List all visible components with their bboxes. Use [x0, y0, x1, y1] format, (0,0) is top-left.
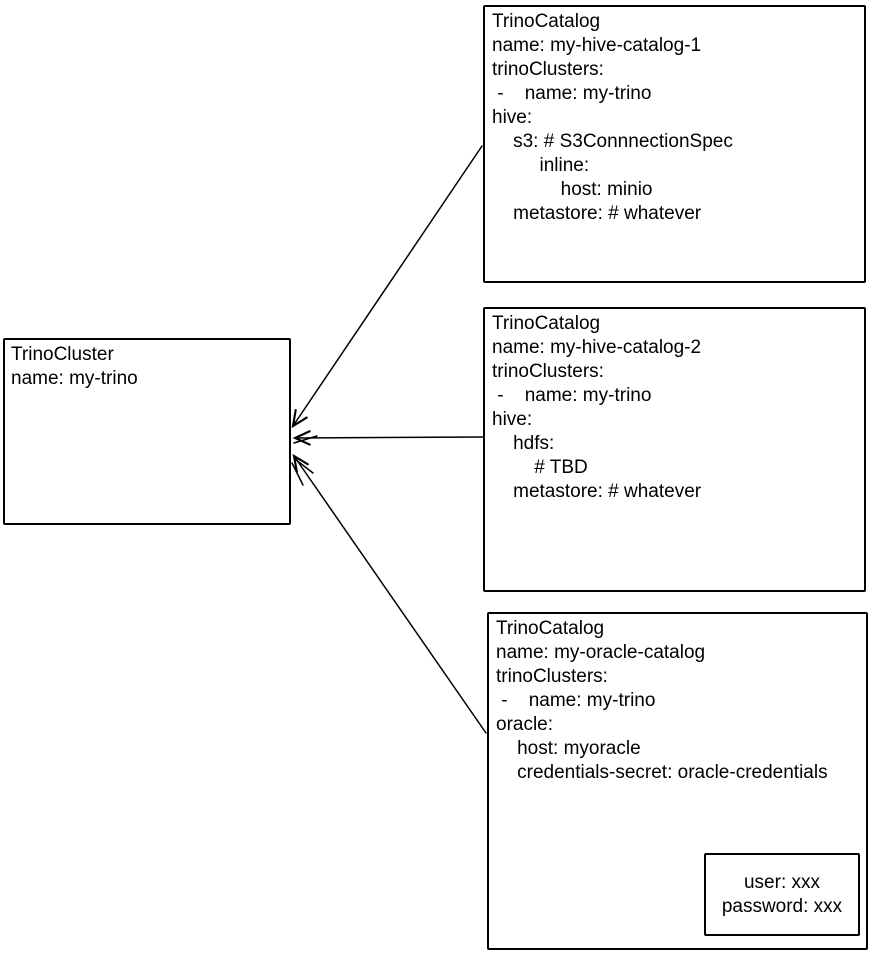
connector-catalog1-to-cluster — [291, 145, 483, 429]
trino-cluster-node: TrinoCluster name: my-trino — [3, 338, 291, 525]
credentials-secret-text: user: xxx password: xxx — [721, 871, 843, 917]
trino-catalog-hive-2-text: TrinoCatalog name: my-hive-catalog-2 tri… — [492, 313, 702, 502]
sketch-stray-stroke — [294, 458, 314, 474]
trino-catalog-hive-1-text: TrinoCatalog name: my-hive-catalog-1 tri… — [492, 11, 733, 224]
trino-catalog-oracle-text: TrinoCatalog name: my-oracle-catalog tri… — [496, 618, 828, 783]
trino-catalog-node-hive-2: TrinoCatalog name: my-hive-catalog-2 tri… — [483, 307, 866, 592]
connector-catalog3-to-cluster — [292, 453, 487, 734]
trino-catalog-node-hive-1: TrinoCatalog name: my-hive-catalog-1 tri… — [483, 5, 866, 283]
sketch-stray-stroke — [291, 462, 304, 486]
connector-catalog2-to-cluster — [292, 430, 484, 446]
trino-cluster-text: TrinoCluster name: my-trino — [11, 344, 138, 389]
sketch-stray-stroke — [293, 435, 318, 444]
trino-catalog-node-oracle: TrinoCatalog name: my-oracle-catalog tri… — [487, 612, 868, 950]
credentials-secret-node: user: xxx password: xxx — [704, 853, 860, 936]
